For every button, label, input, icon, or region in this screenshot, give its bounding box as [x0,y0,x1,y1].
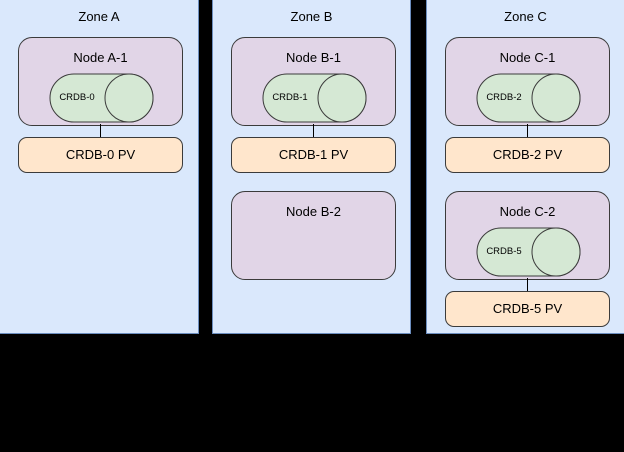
node-container-a-1: Node A-1 CRDB-0 [18,37,183,126]
database-label-crdb-5: CRDB-5 [486,246,522,257]
zone-container-c: Zone C Node C-1 CRDB-2 CRDB-2 PV Node C-… [426,0,624,334]
node-title-c-1: Node C-1 [499,50,556,65]
database-icon [476,227,581,277]
pv-label-crdb-0: CRDB-0 PV [65,147,136,162]
database-cylinder-crdb-2: CRDB-2 [476,73,581,123]
node-container-b-2: Node B-2 [231,191,396,280]
zone-container-a: Zone A Node A-1 CRDB-0 CRDB-0 PV [0,0,199,334]
database-label-crdb-1: CRDB-1 [272,92,308,103]
connector-node-c-1-pv [527,124,528,138]
database-cylinder-crdb-0: CRDB-0 [49,73,154,123]
zone-container-b: Zone B Node B-1 CRDB-1 CRDB-1 PV Node B-… [212,0,411,334]
pv-label-crdb-2: CRDB-2 PV [492,147,563,162]
node-title-b-2: Node B-2 [286,204,341,219]
zone-title-a: Zone A [78,9,120,24]
pv-label-crdb-5: CRDB-5 PV [492,301,563,316]
database-icon [476,73,581,123]
database-label-crdb-2: CRDB-2 [486,92,522,103]
connector-node-b-1-pv [313,124,314,138]
connector-node-c-2-pv [527,278,528,292]
database-icon [49,73,154,123]
database-cylinder-crdb-1: CRDB-1 [262,73,367,123]
pv-box-crdb-1: CRDB-1 PV [231,137,396,173]
database-icon [262,73,367,123]
pv-box-crdb-0: CRDB-0 PV [18,137,183,173]
node-container-b-1: Node B-1 CRDB-1 [231,37,396,126]
node-title-c-2: Node C-2 [499,204,556,219]
node-title-b-1: Node B-1 [286,50,341,65]
zone-title-c: Zone C [504,9,547,24]
pv-label-crdb-1: CRDB-1 PV [278,147,349,162]
node-title-a-1: Node A-1 [73,50,128,65]
database-cylinder-crdb-5: CRDB-5 [476,227,581,277]
node-container-c-2: Node C-2 CRDB-5 [445,191,610,280]
connector-node-a-1-pv [100,124,101,138]
node-container-c-1: Node C-1 CRDB-2 [445,37,610,126]
pv-box-crdb-5: CRDB-5 PV [445,291,610,327]
database-label-crdb-0: CRDB-0 [59,92,95,103]
pv-box-crdb-2: CRDB-2 PV [445,137,610,173]
zone-title-b: Zone B [290,9,333,24]
